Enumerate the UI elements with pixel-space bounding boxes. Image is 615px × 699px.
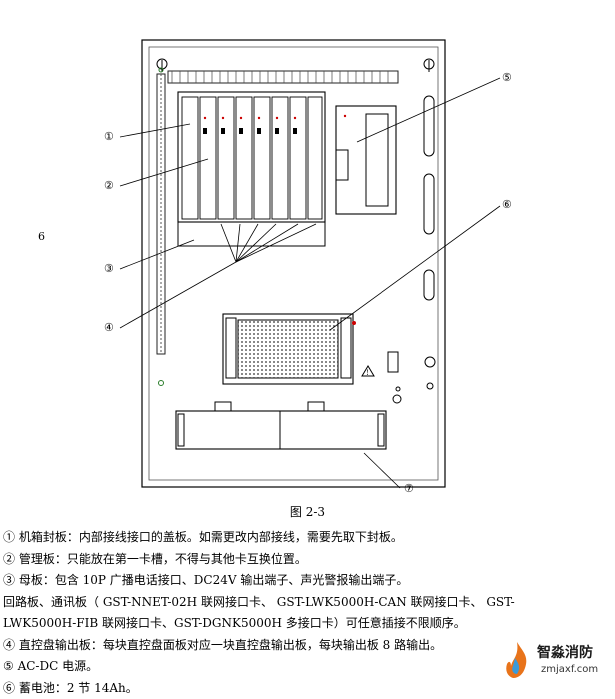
- callout-6: ⑥: [502, 198, 512, 211]
- flame-icon: [499, 640, 535, 680]
- callout-4: ④: [104, 321, 114, 334]
- watermark-logo: 智淼消防 zmjaxf.com: [499, 636, 609, 686]
- callout-3: ③: [104, 262, 114, 275]
- description-item-3-continued: 回路板、通讯板（ GST-NNET-02H 联网接口卡、 GST-LWK5000…: [3, 592, 615, 614]
- logo-url: zmjaxf.com: [541, 664, 598, 675]
- margin-page-number: 6: [38, 230, 45, 243]
- description-item-2: ② 管理板：只能放在第一卡槽，不得与其他卡互换位置。: [3, 549, 615, 571]
- callout-2: ②: [104, 179, 114, 192]
- cabinet-diagram: !: [0, 0, 615, 500]
- callout-7: ⑦: [404, 482, 414, 495]
- description-item-3: ③ 母板：包含 10P 广播电话接口、DC24V 输出端子、声光警报输出端子。: [3, 570, 615, 592]
- callout-1: ①: [104, 130, 114, 143]
- figure-caption: 图 2-3: [0, 503, 615, 520]
- svg-text:!: !: [366, 369, 369, 377]
- logo-name: 智淼消防: [537, 642, 593, 662]
- callout-5: ⑤: [502, 71, 512, 84]
- description-item-3-continued-2: LWK5000H-FIB 联网接口卡、GST-DGNK5000H 多接口卡）可任…: [3, 613, 615, 635]
- description-item-1: ① 机箱封板：内部接线接口的盖板。如需更改内部接线，需要先取下封板。: [3, 527, 615, 549]
